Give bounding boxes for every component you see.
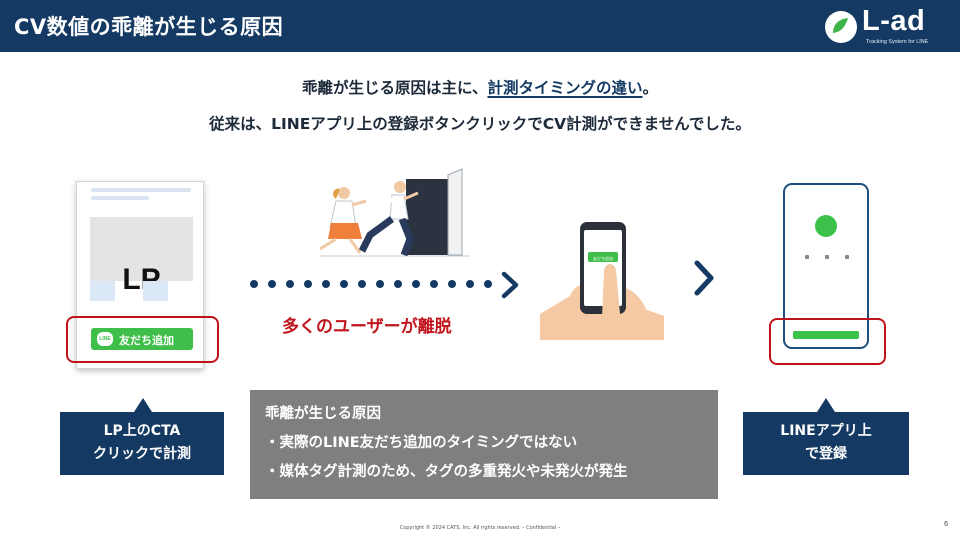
lp-nav-bar: [91, 196, 149, 200]
lp-mockup: LP LINE 友だち追加: [76, 181, 204, 369]
arrow-dot: [466, 280, 474, 288]
door-icon: [406, 179, 448, 255]
page-number: 6: [944, 521, 948, 528]
arrow-dot: [412, 280, 420, 288]
reason-item: ・媒体タグ計測のため、タグの多重発火や未発火が発生: [265, 464, 628, 480]
header-bar: CV数値の乖離が生じる原因 L-ad Tracking System for L…: [0, 0, 960, 52]
app-icon: [805, 255, 809, 259]
headline-line1: 乖離が生じる原因は主に、計測タイミングの違い。: [0, 76, 960, 98]
lad-logo: L-ad Tracking System for LINE: [824, 5, 934, 48]
callout-pointer: [134, 398, 152, 412]
lp-hero-image: LP: [90, 217, 193, 296]
logo-tagline: Tracking System for LINE: [866, 39, 929, 45]
line-register-highlight: [769, 318, 886, 365]
arrow-dot: [250, 280, 258, 288]
arrow-dot: [376, 280, 384, 288]
line-app-callout: LINEアプリ上 で登録: [743, 412, 909, 475]
arrow-dot: [448, 280, 456, 288]
lp-tile: [90, 281, 115, 301]
callout-pointer: [817, 398, 835, 412]
line-app-phone: [783, 183, 869, 349]
arrow-dot: [286, 280, 294, 288]
flow-dotted-arrow: [250, 280, 510, 290]
account-avatar: [815, 215, 837, 237]
hand-phone-illustration: [540, 222, 664, 340]
arrow-dot: [430, 280, 438, 288]
phone-add-button-label: 友だち追加: [593, 256, 613, 261]
reason-box: 乖離が生じる原因 ・実際のLINE友だち追加のタイミングではない ・媒体タグ計測…: [250, 390, 718, 499]
lp-nav-bar: [91, 188, 191, 192]
arrow-dot: [322, 280, 330, 288]
chevron-right-icon: [501, 271, 519, 299]
arrow-dot: [358, 280, 366, 288]
lp-tile: [143, 281, 168, 301]
lad-logo-icon: [825, 11, 857, 43]
lp-cta-callout: LP上のCTA クリックで計測: [60, 412, 224, 475]
headline-line2: 従来は、LINEアプリ上の登録ボタンクリックでCV計測ができませんでした。: [209, 115, 751, 133]
callout-line: LP上のCTA: [103, 423, 181, 439]
reason-item: ・実際のLINE友だち追加のタイミングではない: [265, 435, 578, 451]
lp-cta-highlight: [66, 316, 219, 363]
line-register-button[interactable]: [793, 331, 859, 339]
lp-line-add-button[interactable]: LINE 友だち追加: [91, 328, 193, 350]
copyright-footer: Copyright © 2024 CATS, Inc. All rights r…: [399, 525, 561, 531]
arrow-dot: [394, 280, 402, 288]
callout-line: クリックで計測: [93, 446, 191, 462]
headline-suffix: 。: [642, 79, 659, 97]
arrow-dot: [304, 280, 312, 288]
app-icon: [825, 255, 829, 259]
logo-text: L-ad: [862, 5, 926, 37]
page-title: CV数値の乖離が生じる原因: [14, 15, 284, 39]
lp-button-label: 友だち追加: [119, 334, 174, 347]
churn-label: 多くのユーザーが離脱: [282, 317, 452, 337]
users-leaving-illustration: [319, 168, 470, 257]
chevron-right-icon: [694, 260, 714, 296]
app-icon: [845, 255, 849, 259]
arrow-dot: [484, 280, 492, 288]
reason-title: 乖離が生じる原因: [265, 406, 381, 422]
callout-line: で登録: [805, 446, 847, 462]
headline-emphasis: 計測タイミングの違い: [487, 79, 643, 97]
arrow-dot: [268, 280, 276, 288]
line-icon: LINE: [97, 332, 113, 346]
callout-line: LINEアプリ上: [780, 423, 872, 439]
headline-prefix: 乖離が生じる原因は主に、: [301, 79, 488, 97]
arrow-dot: [340, 280, 348, 288]
